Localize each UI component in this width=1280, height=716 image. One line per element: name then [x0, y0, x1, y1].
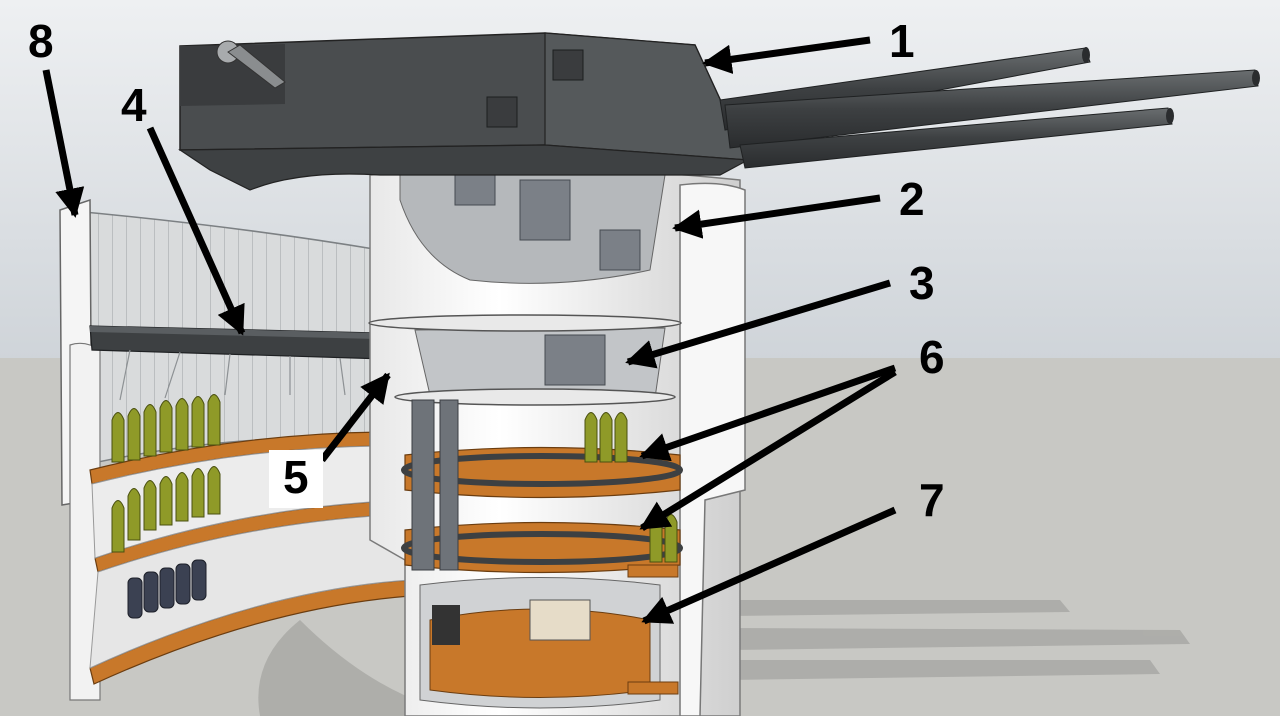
pointer-arrows — [42, 36, 897, 625]
arrow-3 — [625, 279, 892, 369]
projectiles-middle — [111, 466, 221, 553]
callout-5: 5 — [269, 450, 323, 508]
callout-1: 1 — [889, 15, 915, 67]
shelf — [627, 681, 679, 695]
callout-3: 3 — [909, 257, 935, 309]
control-panel — [529, 599, 591, 641]
arrow-4 — [146, 126, 246, 336]
callout-6: 6 — [919, 331, 945, 383]
shelf — [627, 564, 679, 578]
arrow-5 — [319, 372, 391, 463]
arrow-8 — [42, 69, 85, 218]
gun-barrels — [719, 47, 1260, 169]
arrow-1 — [702, 36, 871, 74]
arrow-6b — [639, 369, 897, 531]
ground-shadows — [258, 600, 1190, 716]
gun-machinery — [454, 174, 641, 271]
shell-room-left — [89, 431, 413, 685]
gunhouse — [178, 32, 751, 191]
callout-2: 2 — [899, 173, 925, 225]
callout-4: 4 — [121, 79, 147, 131]
powder-charges — [127, 559, 207, 619]
arrow-7 — [641, 506, 897, 625]
arrow-2 — [672, 194, 881, 239]
projectiles-upper — [111, 394, 221, 463]
hoist-door — [432, 605, 460, 645]
hoist-machinery — [544, 334, 606, 386]
arrow-6a — [639, 364, 897, 462]
outer-wall-right — [679, 182, 746, 716]
shell-handling-rail — [89, 325, 421, 401]
callout-7: 7 — [919, 474, 945, 526]
hoist-trunk — [411, 399, 459, 571]
callout-8: 8 — [28, 15, 54, 67]
